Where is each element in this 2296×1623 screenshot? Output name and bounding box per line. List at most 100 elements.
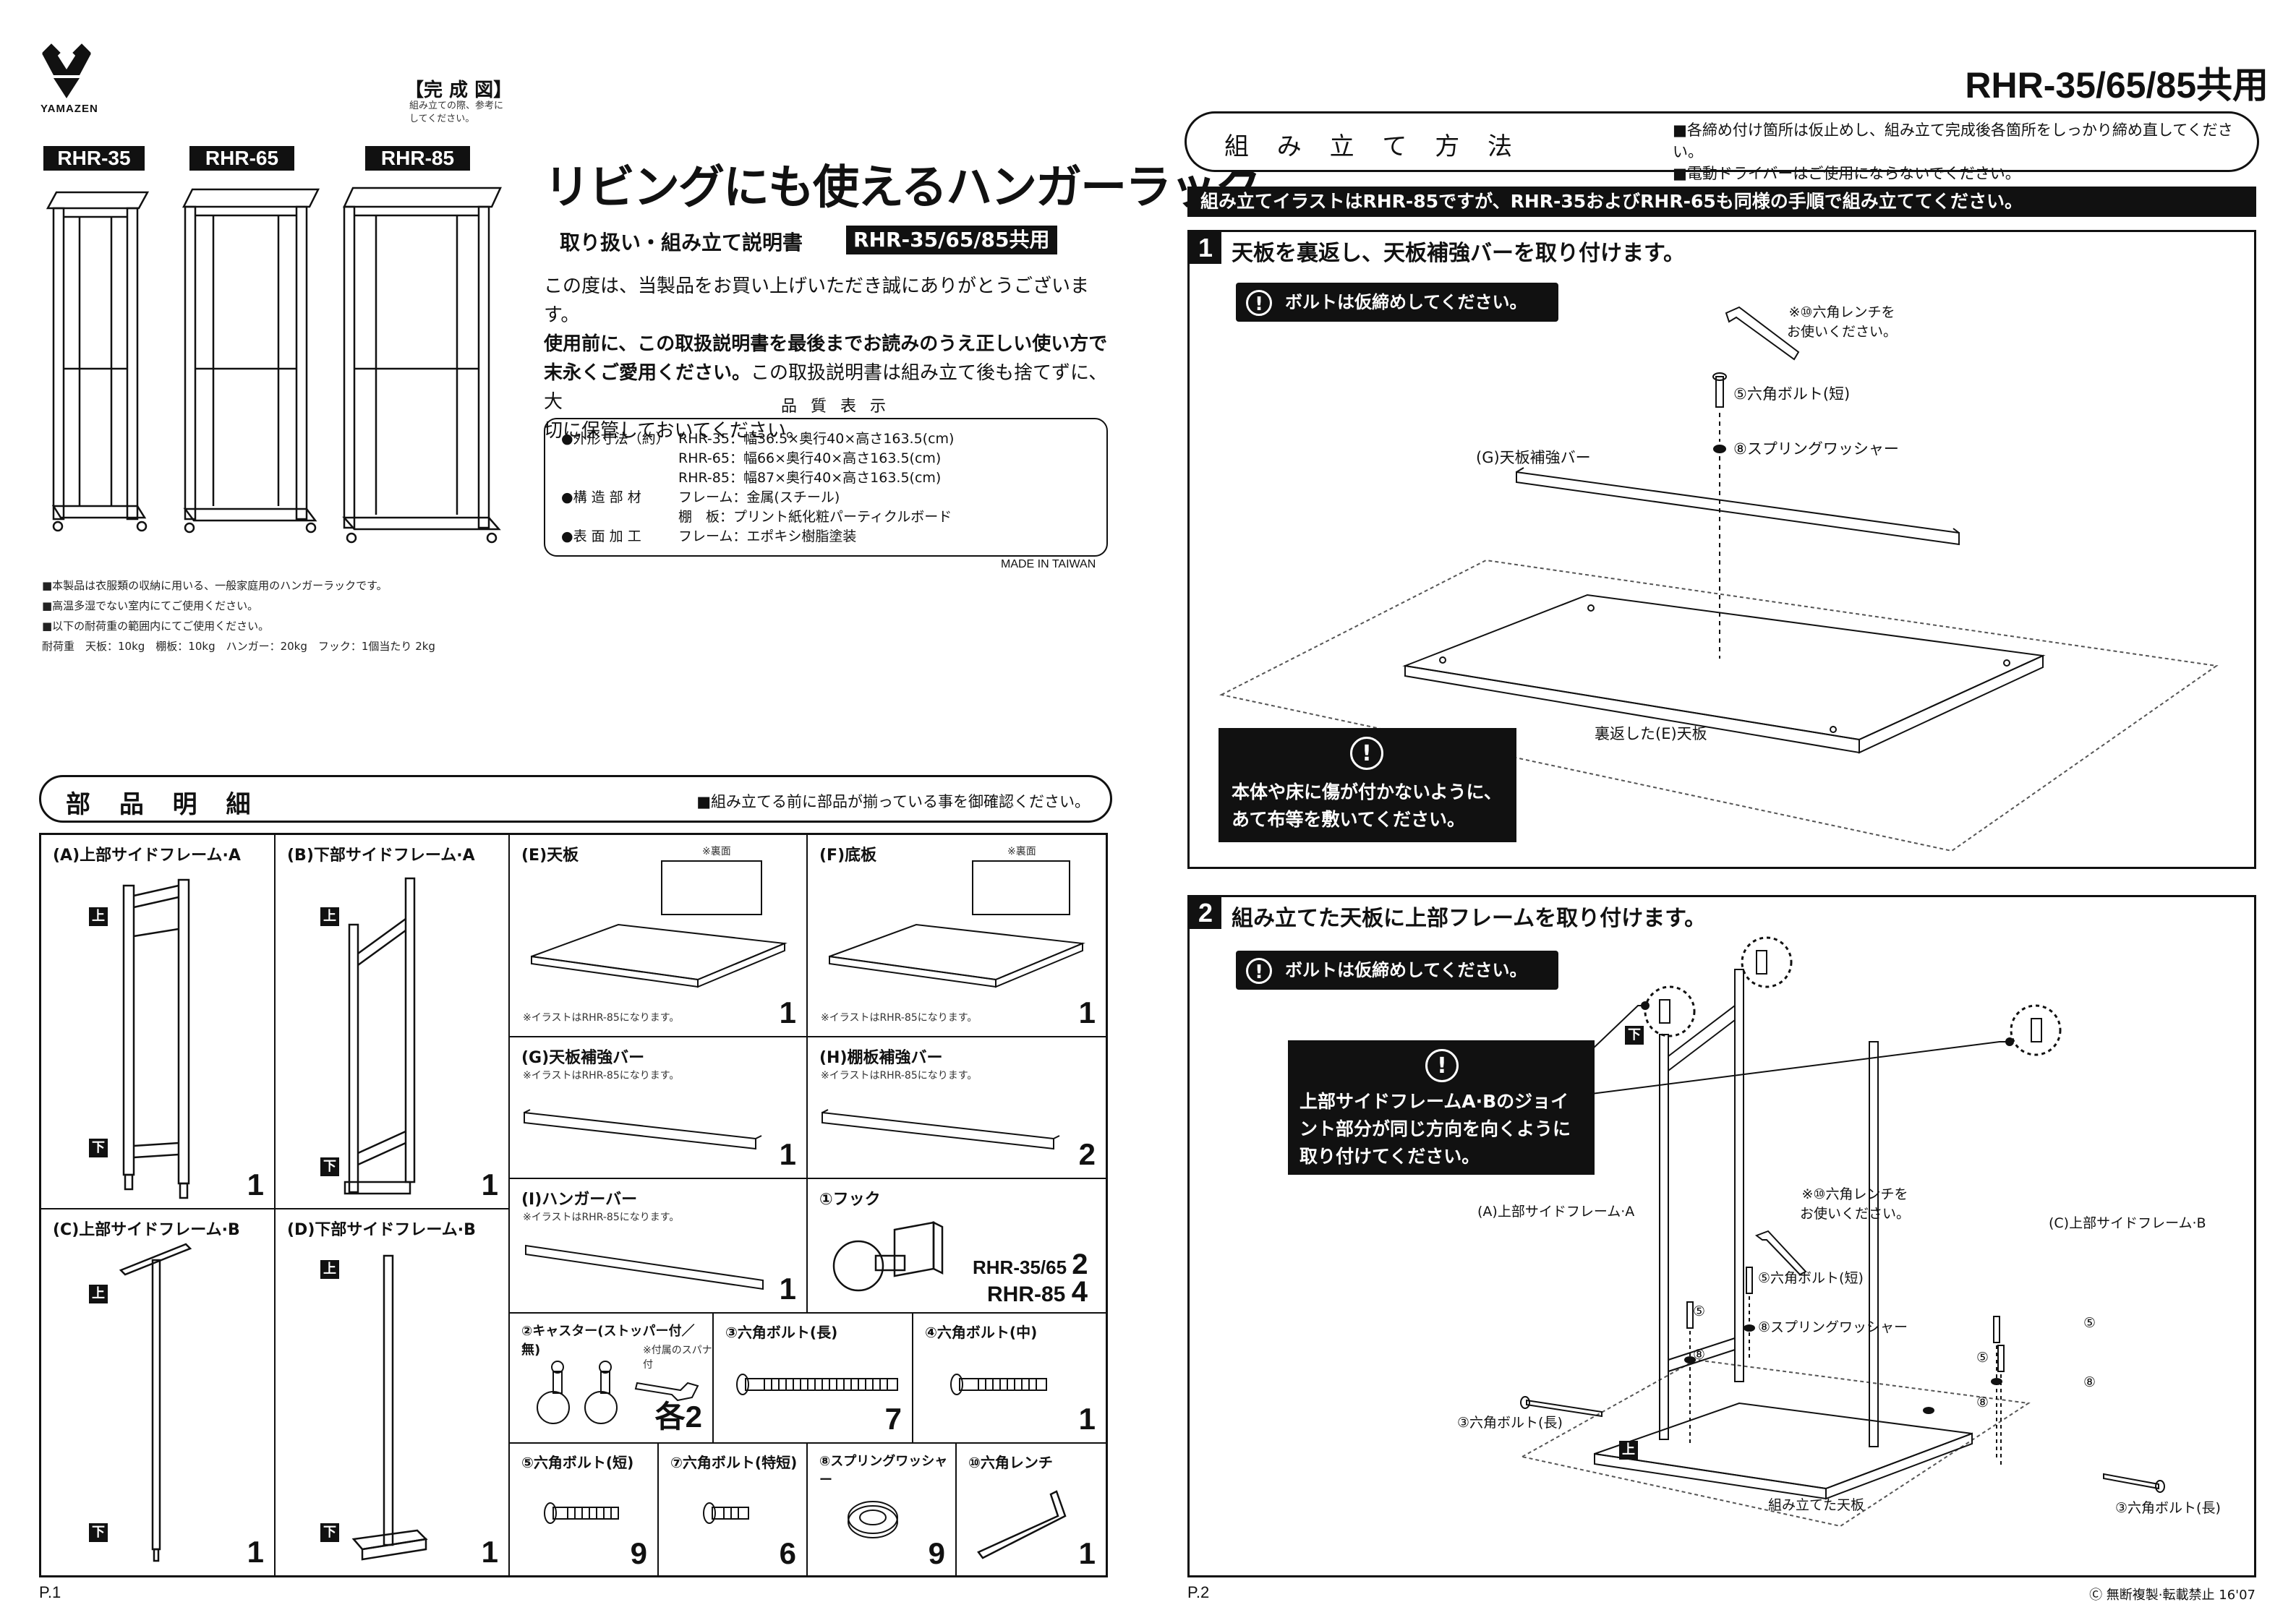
part-qty: 各2 bbox=[654, 1400, 702, 1434]
warn-temp-1: !ボルトは仮締めしてください。 bbox=[1236, 283, 1558, 322]
part-qty: 6 bbox=[779, 1536, 796, 1570]
part-title: ⑦六角ボルト(特短) bbox=[670, 1454, 798, 1471]
short-bolt-icon bbox=[544, 1502, 619, 1524]
caution-floor: ! 本体や床に傷が付かないように、 あて布等を敷いてください。 bbox=[1219, 728, 1516, 842]
page-number-1: P.1 bbox=[39, 1583, 61, 1601]
step1-illustration bbox=[1219, 306, 2219, 852]
page-right-title: RHR-35/65/85共用 bbox=[1965, 65, 2269, 106]
top-bar-illustration bbox=[524, 1109, 762, 1150]
illus-note: ※イラストはRHR-85になります。 bbox=[523, 1012, 680, 1024]
part-washer: ⑧スプリングワッシャー 9 bbox=[808, 1444, 957, 1577]
down-mark: 下 bbox=[89, 1139, 108, 1157]
intro-line-2: 使用前に、この取扱説明書を最後までお読みのうえ正しい使い方で bbox=[544, 333, 1108, 355]
part-qty: 9 bbox=[630, 1536, 647, 1570]
part-h: (H)棚板補強バー ※イラストはRHR-85になります。 2 bbox=[808, 1037, 1106, 1179]
part-title: ①フック bbox=[819, 1191, 881, 1209]
part-qty: 1 bbox=[481, 1168, 498, 1202]
hook-icon bbox=[832, 1220, 944, 1292]
part-qty: 1 bbox=[481, 1535, 498, 1569]
quality-value: RHR-35：幅36.5×奥行40×高さ163.5(cm) bbox=[678, 431, 955, 447]
frame-c-illustration bbox=[119, 1243, 192, 1562]
step-number: 1 bbox=[1190, 232, 1221, 264]
shelf-bar-illustration bbox=[821, 1109, 1060, 1150]
part-title: ③六角ボルト(長) bbox=[725, 1324, 838, 1341]
step-1: 1 天板を裏返し、天板補強バーを取り付けます。 !ボルトは仮締めしてください。 … bbox=[1187, 230, 2256, 869]
assembly-heading-box: 組 み 立 て 方 法 ■各締め付け箇所は仮止めし、組み立て完成後各箇所をしっか… bbox=[1185, 111, 2259, 182]
intro-line-4: 切に保管しておいてください。 bbox=[544, 420, 805, 442]
quality-values: RHR-35：幅36.5×奥行40×高さ163.5(cm) RHR-65：幅66… bbox=[678, 429, 954, 547]
finished-note: 組み立ての際、参考に してください。 bbox=[409, 100, 504, 124]
part-f: (F)底板 ※裏面 ※イラストはRHR-85になります。 1 bbox=[808, 835, 1106, 1037]
washer8-num: ⑧ bbox=[1693, 1347, 1706, 1363]
part-title: (D)下部サイドフレーム·B bbox=[287, 1221, 476, 1239]
step-2: 2 組み立てた天板に上部フレームを取り付けます。 !ボルトは仮締めしてください。 bbox=[1187, 895, 2256, 1577]
bolt5-num: ⑤ bbox=[2083, 1315, 2096, 1331]
part-hook: ①フック RHR-35/65 2 RHR-85 4 bbox=[808, 1179, 1106, 1314]
part-c: (C)上部サイドフレーム·B 上 下 1 bbox=[41, 1209, 276, 1577]
intro-line-1: この度は、当製品をお買い上げいただき誠にありがとうございます。 bbox=[544, 275, 1090, 326]
rear-note: ※裏面 bbox=[1007, 846, 1036, 857]
hanger-bar-illustration bbox=[525, 1244, 764, 1290]
warn-text: ボルトは仮締めしてください。 bbox=[1285, 292, 1527, 312]
warn-text: ボルトは仮締めしてください。 bbox=[1285, 960, 1527, 980]
finished-label: 【完 成 図】 bbox=[405, 80, 513, 101]
hex-wrench-icon bbox=[977, 1490, 1067, 1559]
down-mark: 下 bbox=[320, 1523, 339, 1542]
frame-b-illustration bbox=[343, 877, 416, 1195]
bolt5-num: ⑤ bbox=[1976, 1350, 1989, 1366]
bolt-long-label-right: ③六角ボルト(長) bbox=[2115, 1500, 2221, 1516]
part-qty: 1 bbox=[779, 1137, 796, 1171]
quality-key-finish: ●表 面 加 工 bbox=[561, 528, 641, 544]
frame-c-label: (C)上部サイドフレーム·B bbox=[2049, 1215, 2206, 1231]
quality-value: フレーム：金属(スチール) bbox=[678, 489, 840, 505]
part-title: (F)底板 bbox=[819, 847, 877, 865]
part-hex-wrench: ⑩六角レンチ 1 bbox=[957, 1444, 1106, 1577]
bar-label: (G)天板補強バー bbox=[1476, 449, 1591, 466]
warning-icon: ! bbox=[1425, 1049, 1459, 1082]
part-bolt-short: ⑤六角ボルト(短) 9 bbox=[510, 1444, 659, 1577]
down-mark: 下 bbox=[320, 1157, 339, 1176]
part-title: ⑩六角レンチ bbox=[968, 1454, 1053, 1471]
part-title: (C)上部サイドフレーム·B bbox=[53, 1221, 240, 1239]
step-title: 天板を裏返し、天板補強バーを取り付けます。 bbox=[1232, 241, 1685, 266]
washer8-num: ⑧ bbox=[1976, 1395, 1989, 1410]
product-intro: この度は、当製品をお買い上げいただき誠にありがとうございます。 使用前に、この取… bbox=[544, 272, 1122, 445]
part-title: (I)ハンガーバー bbox=[521, 1191, 638, 1209]
parts-heading-box: 部 品 明 細 ■組み立てる前に部品が揃っている事を御確認ください。 bbox=[39, 775, 1112, 823]
caster-icon bbox=[537, 1361, 699, 1424]
model-badge-85: RHR-85 bbox=[365, 146, 470, 171]
part-d: (D)下部サイドフレーム·B 上 下 1 bbox=[276, 1209, 510, 1577]
hook-qty-b-value: 4 bbox=[1071, 1276, 1088, 1308]
frame-a-illustration bbox=[122, 878, 190, 1199]
long-bolt-icon bbox=[736, 1374, 898, 1395]
illus-note: ※イラストはRHR-85になります。 bbox=[523, 1212, 680, 1223]
quality-key-material: ●構 造 部 材 bbox=[561, 489, 641, 505]
copyright: Ⓒ 無断複製·転載禁止 16'07 bbox=[2089, 1588, 2256, 1603]
step2-illustration bbox=[1520, 936, 2165, 1528]
part-title: ⑧スプリングワッシャー bbox=[819, 1454, 948, 1488]
product-model-tag: RHR-35/65/85共用 bbox=[846, 226, 1057, 254]
parts-table: (A)上部サイドフレーム·A 上 下 1 (B)下部サイドフレーム·A 上 下 … bbox=[39, 833, 1108, 1577]
quality-value: フレーム：エポキシ樹脂塗装 bbox=[678, 528, 857, 544]
note-line: ■本製品は衣服類の収納に用いる、一般家庭用のハンガーラックです。 bbox=[42, 579, 388, 592]
part-qty: 2 bbox=[1078, 1137, 1096, 1171]
mid-bolt-icon bbox=[950, 1374, 1047, 1395]
bottom-board-illustration bbox=[829, 860, 1085, 988]
caution-text: 本体や床に傷が付かないように、 あて布等を敷いてください。 bbox=[1232, 781, 1502, 830]
hook-qty-a: RHR-35/65 2 bbox=[973, 1249, 1088, 1281]
part-bolt-extra-short: ⑦六角ボルト(特短) 6 bbox=[659, 1444, 808, 1577]
wrench-note: ※⑩六角レンチを お使いください。 bbox=[1800, 1186, 1911, 1222]
part-title: ④六角ボルト(中) bbox=[925, 1324, 1038, 1341]
top-board-illustration bbox=[531, 860, 788, 988]
part-qty: 7 bbox=[884, 1402, 902, 1436]
part-title: (H)棚板補強バー bbox=[819, 1049, 943, 1067]
assembly-notes: ■各締め付け箇所は仮止めし、組み立て完成後各箇所をしっかり締め直してください。 … bbox=[1673, 119, 2257, 184]
note-line: ■以下の耐荷重の範囲内にてご使用ください。 bbox=[42, 620, 270, 633]
spring-washer-icon bbox=[848, 1501, 898, 1538]
model-badge-65: RHR-65 bbox=[189, 146, 294, 171]
frame-d-illustration bbox=[351, 1254, 428, 1561]
hook-qty-b-label: RHR-85 bbox=[987, 1282, 1066, 1306]
quality-box: ●外形寸法（約） ●構 造 部 材 ●表 面 加 工 RHR-35：幅36.5×… bbox=[544, 418, 1108, 557]
illus-note: ※イラストはRHR-85になります。 bbox=[821, 1070, 978, 1082]
